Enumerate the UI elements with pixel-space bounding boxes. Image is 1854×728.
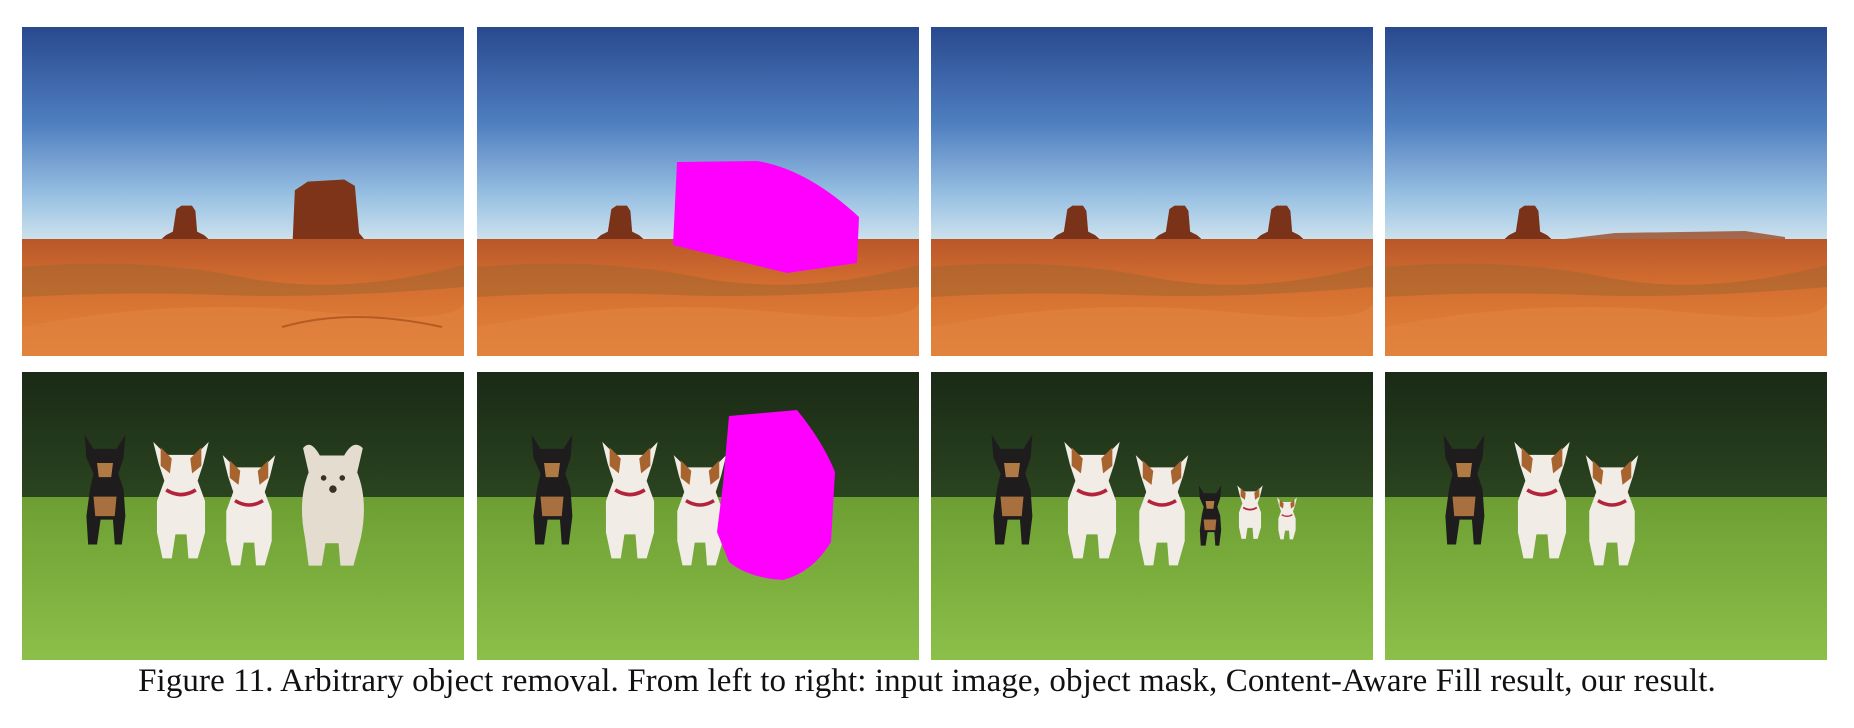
dogs-our-result <box>1385 372 1827 660</box>
dogs-input-image <box>22 372 464 660</box>
figure-caption: Figure 11. Arbitrary object removal. Fro… <box>138 663 1716 699</box>
dogs-content-aware-fill-result <box>931 372 1373 660</box>
dogs-object-mask <box>477 372 919 660</box>
desert-object-mask <box>477 27 919 356</box>
desert-our-result <box>1385 27 1827 356</box>
desert-content-aware-fill-result <box>931 27 1373 356</box>
desert-input-image <box>22 27 464 356</box>
